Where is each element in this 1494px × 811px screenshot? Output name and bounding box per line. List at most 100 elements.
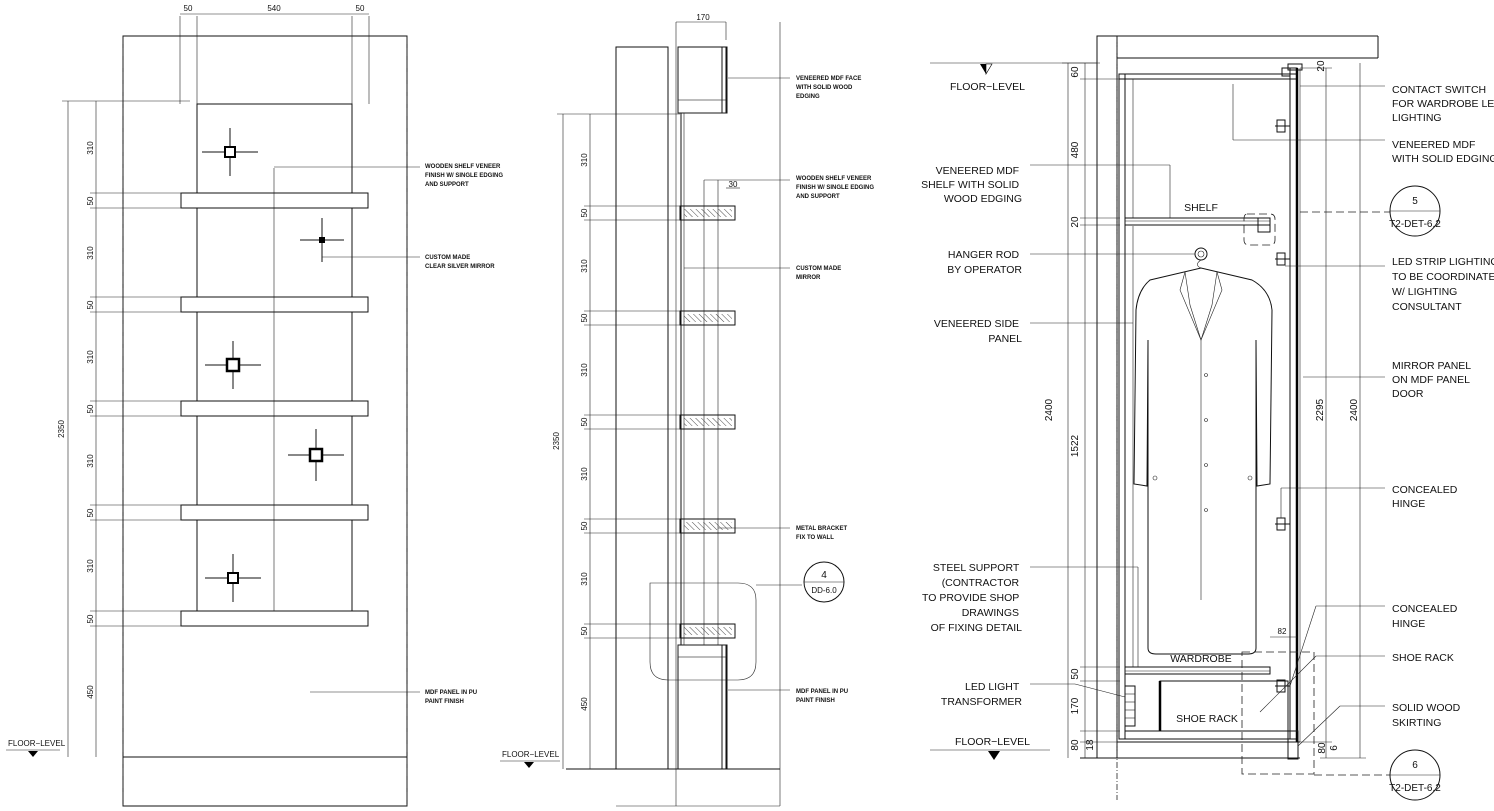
- svg-text:50: 50: [580, 521, 589, 530]
- note-mirror-panel: MIRROR PANEL ON MDF PANEL DOOR: [1392, 360, 1474, 400]
- side-section: 170 4 DD-6.0 2350: [500, 13, 876, 807]
- svg-text:50: 50: [86, 508, 95, 517]
- label-shoe-rack: SHOE RACK: [1176, 713, 1238, 725]
- svg-text:450: 450: [86, 685, 95, 699]
- dim-top-right: 50: [356, 4, 365, 13]
- svg-text:310: 310: [580, 153, 589, 167]
- note-led-transformer: LED LIGHT TRANSFORMER: [941, 681, 1023, 708]
- svg-text:310: 310: [580, 259, 589, 273]
- sparkle-icon: [202, 128, 344, 602]
- dim-skirting-gap: 6: [1329, 745, 1340, 751]
- note-wooden-shelf: WOODEN SHELF VENEER FINISH W/ SINGLE EDG…: [425, 164, 505, 188]
- svg-text:50: 50: [580, 313, 589, 322]
- svg-text:20: 20: [1070, 216, 1081, 228]
- svg-text:50: 50: [86, 614, 95, 623]
- svg-text:1522: 1522: [1070, 434, 1081, 457]
- elevation-outline: [122, 35, 408, 807]
- note-mdf-panel: MDF PANEL IN PU PAINT FINISH: [796, 689, 850, 704]
- note-veneered-shelf: VENEERED MDF SHELF WITH SOLID WOOD EDGIN…: [921, 165, 1022, 205]
- skirting: [1287, 730, 1299, 760]
- floor-level-bottom: FLOOR−LEVEL: [955, 736, 1030, 748]
- dim-overall-left: 2400: [1044, 398, 1055, 421]
- note-concealed-hinge-lower: CONCEALED HINGE: [1392, 603, 1460, 630]
- svg-text:310: 310: [86, 454, 95, 468]
- svg-text:50: 50: [580, 417, 589, 426]
- dim-small: 82: [1278, 627, 1287, 636]
- mirror-panel: [196, 207, 353, 298]
- hinge-icon: [1275, 119, 1290, 693]
- dim-top-center: 540: [267, 4, 281, 13]
- svg-text:18: 18: [1085, 739, 1096, 751]
- svg-text:310: 310: [86, 559, 95, 573]
- callout-number: 6: [1412, 760, 1418, 771]
- dim-overall-height: 2350: [552, 432, 561, 450]
- dim-shelf: 30: [729, 180, 738, 189]
- svg-text:310: 310: [580, 363, 589, 377]
- callout-number: 5: [1412, 196, 1418, 207]
- label-shelf: SHELF: [1184, 202, 1218, 214]
- svg-text:50: 50: [580, 208, 589, 217]
- note-concealed-hinge: CONCEALED HINGE: [1392, 484, 1460, 510]
- left-dims: 60 480 20 1522 50 170 80 18: [1070, 66, 1096, 751]
- note-hanger-rod: HANGER ROD BY OPERATOR: [947, 249, 1022, 276]
- mirror-panel: [196, 103, 353, 194]
- svg-text:310: 310: [86, 246, 95, 260]
- note-wooden-shelf: WOODEN SHELF VENEER FINISH W/ SINGLE EDG…: [796, 176, 876, 200]
- dim-overall-right: 2400: [1349, 398, 1360, 421]
- note-veneered-mdf-edging: VENEERED MDF WITH SOLID EDGING: [1392, 139, 1494, 165]
- floor-level-top: FLOOR−LEVEL: [950, 81, 1025, 93]
- dim-door-height: 2295: [1315, 398, 1326, 421]
- note-veneered-mdf-face: VENEERED MDF FACE WITH SOLID WOOD EDGING: [796, 76, 863, 100]
- concrete-wall: [1096, 35, 1118, 759]
- shelf: [180, 504, 369, 521]
- label-wardrobe: WARDROBE: [1170, 653, 1231, 665]
- transformer: [1124, 685, 1136, 727]
- wardrobe-section: SHELF WARDROBE SHOE RACK FLOOR−LEVEL FLO…: [921, 35, 1494, 801]
- floor-level-label: FLOOR−LEVEL: [8, 739, 66, 748]
- shelves: [180, 192, 369, 627]
- svg-text:310: 310: [580, 572, 589, 586]
- svg-text:170: 170: [1070, 697, 1081, 714]
- svg-text:80: 80: [1070, 739, 1081, 751]
- dim-overall-height: 2350: [57, 420, 66, 438]
- callout-ref: DD-6.0: [811, 586, 837, 595]
- segment-dims: 310 50 310 50 310 50 310 50 310 50 450: [580, 153, 589, 711]
- svg-text:310: 310: [86, 141, 95, 155]
- dim-top: 170: [696, 13, 710, 22]
- note-custom-mirror: CUSTOM MADE MIRROR: [796, 266, 843, 281]
- dim-top-left: 50: [184, 4, 193, 13]
- svg-text:50: 50: [86, 300, 95, 309]
- svg-text:50: 50: [580, 626, 589, 635]
- note-metal-bracket: METAL BRACKET FIX TO WALL: [796, 526, 849, 541]
- shelf: [180, 296, 369, 313]
- wall-hatch: [615, 46, 669, 770]
- note-solid-wood-skirting: SOLID WOOD SKIRTING: [1392, 702, 1463, 729]
- svg-text:60: 60: [1070, 66, 1081, 78]
- svg-text:480: 480: [1070, 141, 1081, 158]
- floor-level-label: FLOOR−LEVEL: [502, 750, 560, 759]
- svg-text:450: 450: [580, 697, 589, 711]
- shelf: [180, 400, 369, 417]
- svg-text:50: 50: [86, 404, 95, 413]
- front-elevation: 50 540 50 2350: [6, 4, 505, 807]
- callout-ref: T2-DET-6.2: [1389, 783, 1441, 794]
- svg-text:50: 50: [86, 196, 95, 205]
- mirror-panel: [196, 415, 353, 506]
- note-side-panel: VENEERED SIDE PANEL: [934, 318, 1022, 345]
- mirror-panel: [196, 519, 353, 612]
- coat-icon: [1133, 259, 1273, 655]
- svg-text:50: 50: [1070, 668, 1081, 680]
- wardrobe-shelf: [1124, 217, 1271, 226]
- note-mdf-panel: MDF PANEL IN PU PAINT FINISH: [425, 690, 479, 705]
- dim-top-gap: 20: [1316, 60, 1327, 72]
- mirror-panel: [196, 311, 353, 402]
- note-led-strip: LED STRIP LIGHTING TO BE COORDINATED W/ …: [1392, 256, 1494, 313]
- callout-ref: T2-DET-6.2: [1389, 219, 1441, 230]
- svg-text:310: 310: [86, 350, 95, 364]
- shelf: [180, 610, 369, 627]
- callout-number: 4: [821, 570, 827, 581]
- shelf: [180, 192, 369, 209]
- note-mirror: CUSTOM MADE CLEAR SILVER MIRROR: [425, 255, 495, 270]
- note-shoe-rack: SHOE RACK: [1392, 652, 1454, 664]
